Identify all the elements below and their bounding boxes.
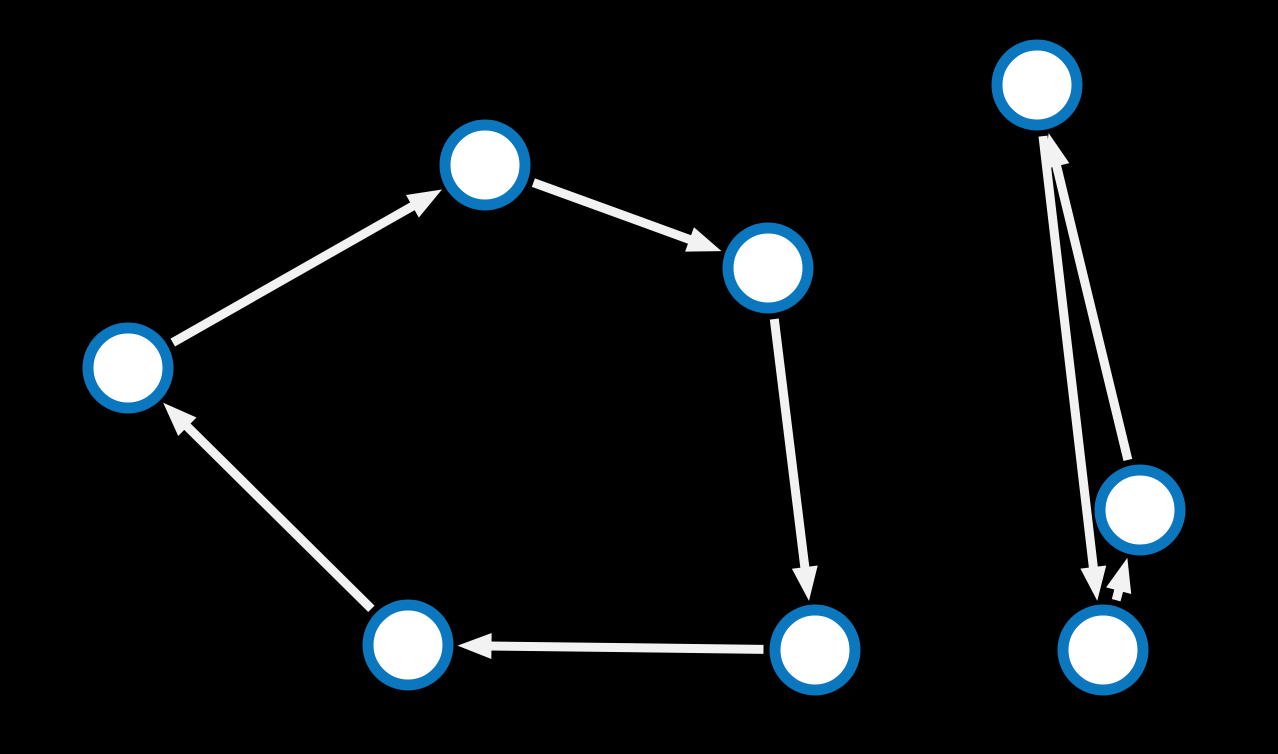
graph-node[interactable] [769,604,861,696]
edge-arrowhead-icon [163,402,197,436]
node-circle[interactable] [769,604,861,696]
node-circle[interactable] [439,119,531,211]
node-circle[interactable] [1057,604,1149,696]
edge-line [170,200,418,347]
edge-line [1051,162,1133,462]
graph-edge [1038,135,1107,601]
graph-edge [163,402,375,612]
graph-edge [1106,557,1132,602]
graph-edge [1044,133,1133,462]
graph-node[interactable] [1094,464,1186,556]
node-circle[interactable] [991,39,1083,131]
graph-edge [457,633,764,660]
edge-line [531,178,694,245]
edge-layer [163,133,1133,660]
edge-line [769,318,810,571]
edge-line [488,641,764,654]
edge-arrowhead-icon [457,633,492,660]
node-circle[interactable] [82,322,174,414]
edge-arrowhead-icon [1080,565,1107,601]
graph-node[interactable] [991,39,1083,131]
edge-arrowhead-icon [685,227,722,252]
graph-node[interactable] [82,322,174,414]
node-layer [82,39,1186,696]
node-circle[interactable] [362,599,454,691]
edge-arrowhead-icon [791,565,818,601]
edge-line [1038,135,1099,571]
edge-arrowhead-icon [405,189,442,218]
edge-arrowhead-icon [1106,557,1132,595]
graph-node[interactable] [722,222,814,314]
node-circle[interactable] [1094,464,1186,556]
edge-arrowhead-icon [1044,133,1070,170]
graph-edge [531,178,722,252]
node-circle[interactable] [722,222,814,314]
graph-edge [170,189,442,347]
graph-edge [769,318,818,601]
edge-line [182,421,375,612]
graph-node[interactable] [362,599,454,691]
graph-node[interactable] [439,119,531,211]
graph-node[interactable] [1057,604,1149,696]
